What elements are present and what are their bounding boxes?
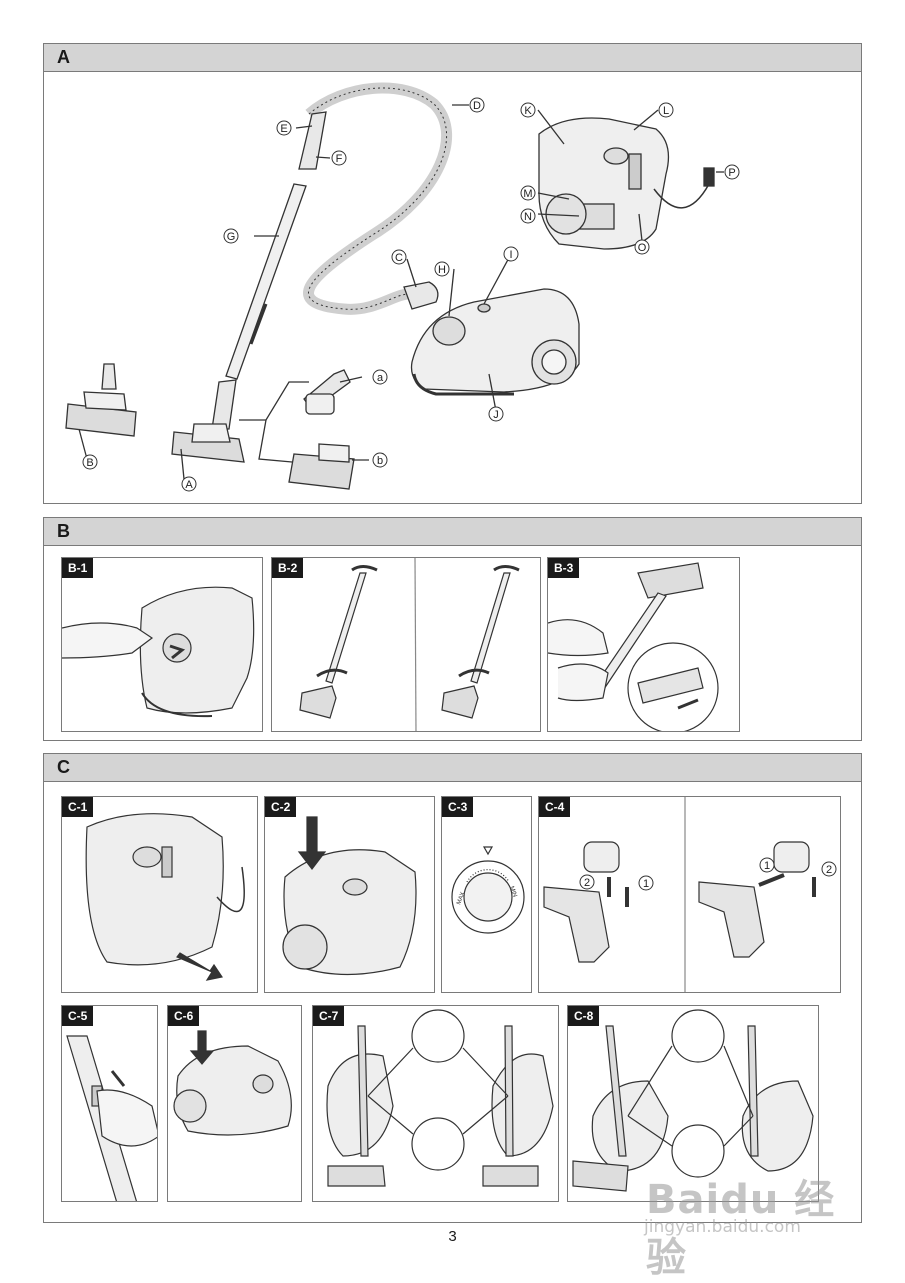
callout-e-upper: E xyxy=(280,123,287,135)
illustration-air-slider xyxy=(66,1035,157,1201)
section-b: B B-1 B-2 xyxy=(43,517,862,741)
panel-c3-tag: C-3 xyxy=(442,797,474,817)
watermark-url: jingyan.baidu.com xyxy=(644,1217,801,1237)
panel-b3: B-3 xyxy=(547,557,740,732)
callout-p-upper: P xyxy=(728,167,735,179)
illustration-open-lid xyxy=(62,586,255,718)
illustration-adjust-tube xyxy=(548,562,719,731)
callout-j-upper: J xyxy=(493,409,499,421)
illustration-nozzle-lever: 2 1 1 2 xyxy=(543,797,837,992)
callout-a-lower: a xyxy=(377,372,384,384)
callout-k-upper: K xyxy=(524,105,532,117)
baidu-watermark: Baidu 经验 jingyan.baidu.com xyxy=(640,1165,870,1281)
panel-c7-tag: C-7 xyxy=(313,1006,345,1026)
exploded-parts-diagram: A B C D E F G H I J K L M N O P a b xyxy=(65,82,740,492)
watermark-main: Baidu 经验 xyxy=(646,1177,836,1281)
section-a-title: A xyxy=(57,47,70,67)
c4-step-2-right: 2 xyxy=(826,864,832,876)
callout-m-upper: M xyxy=(523,188,532,200)
callout-g-upper: G xyxy=(227,231,236,243)
panel-c6: C-6 xyxy=(167,1005,302,1202)
panel-c5: C-5 xyxy=(61,1005,158,1202)
panel-c8: C-8 xyxy=(567,1005,819,1202)
illustration-press-rewind xyxy=(282,816,417,976)
callout-h-upper: H xyxy=(438,264,446,276)
panel-c6-tag: C-6 xyxy=(168,1006,200,1026)
callout-f-upper: F xyxy=(336,153,343,165)
panel-c4-tag: C-4 xyxy=(539,797,571,817)
dial-max-label: MAX xyxy=(456,891,466,905)
callout-i-upper: I xyxy=(509,249,512,261)
dial-min-label: MIN xyxy=(508,886,517,898)
callout-n-upper: N xyxy=(524,211,532,223)
callout-l-upper: L xyxy=(663,105,669,117)
section-c-header: C xyxy=(44,754,861,782)
section-c-title: C xyxy=(57,757,70,777)
section-b-header: B xyxy=(44,518,861,546)
panel-b1-tag: B-1 xyxy=(62,558,94,578)
panel-c5-tag: C-5 xyxy=(62,1006,94,1026)
callout-d-upper: D xyxy=(473,100,481,112)
panel-b3-tag: B-3 xyxy=(548,558,580,578)
panel-c4: C-4 2 1 1 2 xyxy=(538,796,841,993)
section-c: C C-1 C-2 C-3 xyxy=(43,753,862,1223)
panel-c3: C-3 MAX MIN xyxy=(441,796,532,993)
panel-b1: B-1 xyxy=(61,557,263,732)
panel-b2-tag: B-2 xyxy=(272,558,304,578)
callout-c-upper: C xyxy=(395,252,403,264)
callout-o-upper: O xyxy=(638,242,647,254)
panel-c7: C-7 xyxy=(312,1005,559,1202)
c4-step-2-left: 2 xyxy=(584,877,590,889)
panel-c1: C-1 xyxy=(61,796,258,993)
panel-c8-tag: C-8 xyxy=(568,1006,600,1026)
page-number: 3 xyxy=(448,1228,457,1245)
illustration-attach-tube xyxy=(299,558,520,731)
callout-b-lower: b xyxy=(377,455,383,467)
panel-c2-tag: C-2 xyxy=(265,797,297,817)
c4-step-1-right: 1 xyxy=(764,860,770,872)
illustration-pull-cord xyxy=(85,813,245,981)
section-b-title: B xyxy=(57,521,70,541)
panel-c1-tag: C-1 xyxy=(62,797,94,817)
panel-b2: B-2 xyxy=(271,557,541,732)
illustration-storage-button xyxy=(173,1030,292,1136)
callout-b-upper: B xyxy=(86,457,93,469)
illustration-park-tube-horizontal xyxy=(572,1009,814,1192)
callout-a-upper: A xyxy=(185,479,193,491)
section-a-header: A xyxy=(44,44,861,72)
illustration-park-tube-upright xyxy=(326,1009,554,1187)
illustration-suction-dial: MAX MIN xyxy=(451,846,525,934)
c4-step-1-left: 1 xyxy=(643,878,649,890)
panel-c2: C-2 xyxy=(264,796,435,993)
section-a: A xyxy=(43,43,862,504)
